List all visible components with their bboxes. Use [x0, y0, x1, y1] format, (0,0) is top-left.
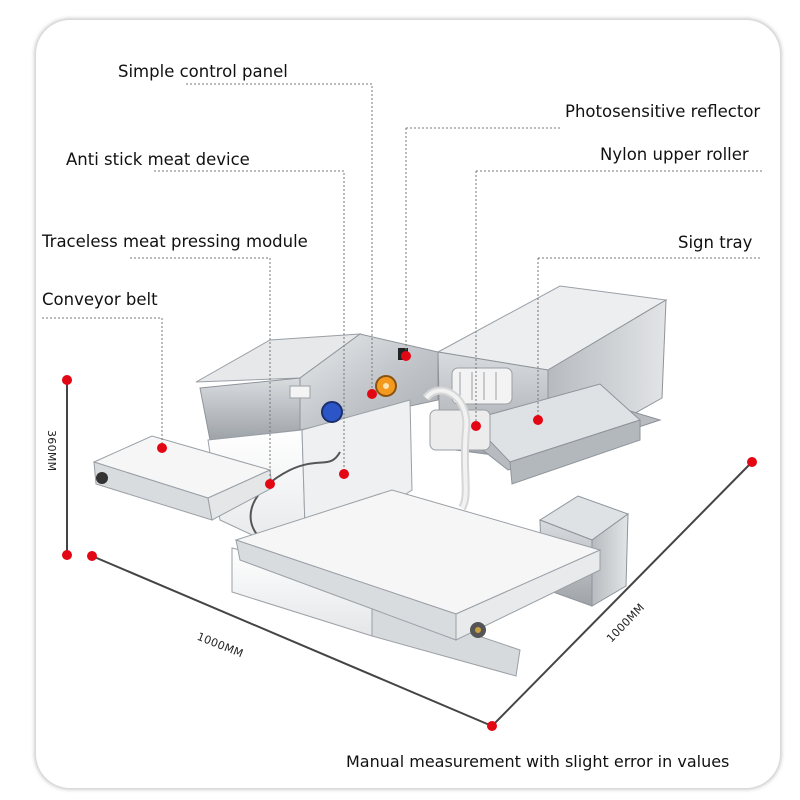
- sign-tray-shape: [469, 383, 641, 485]
- nylon-roller-shape: [429, 367, 513, 451]
- label-control-panel: Simple control panel: [118, 62, 288, 81]
- label-photosensitive-reflector: Photosensitive reflector: [565, 102, 761, 121]
- label-anti-stick-device: Anti stick meat device: [66, 150, 250, 169]
- label-sign-tray: Sign tray: [678, 233, 753, 252]
- dimension-lines: [66, 380, 753, 727]
- hoses: [249, 386, 471, 541]
- label-pressing-module: Traceless meat pressing module: [42, 232, 308, 251]
- measurement-note: Manual measurement with slight error in …: [346, 752, 730, 771]
- label-conveyor-belt: Conveyor belt: [42, 290, 158, 309]
- label-nylon-upper-roller: Nylon upper roller: [600, 145, 749, 164]
- leader-lines: [42, 83, 762, 484]
- front-belt-shape: [234, 489, 602, 641]
- markers: [62, 351, 757, 731]
- dimension-height: 360MM: [45, 430, 58, 472]
